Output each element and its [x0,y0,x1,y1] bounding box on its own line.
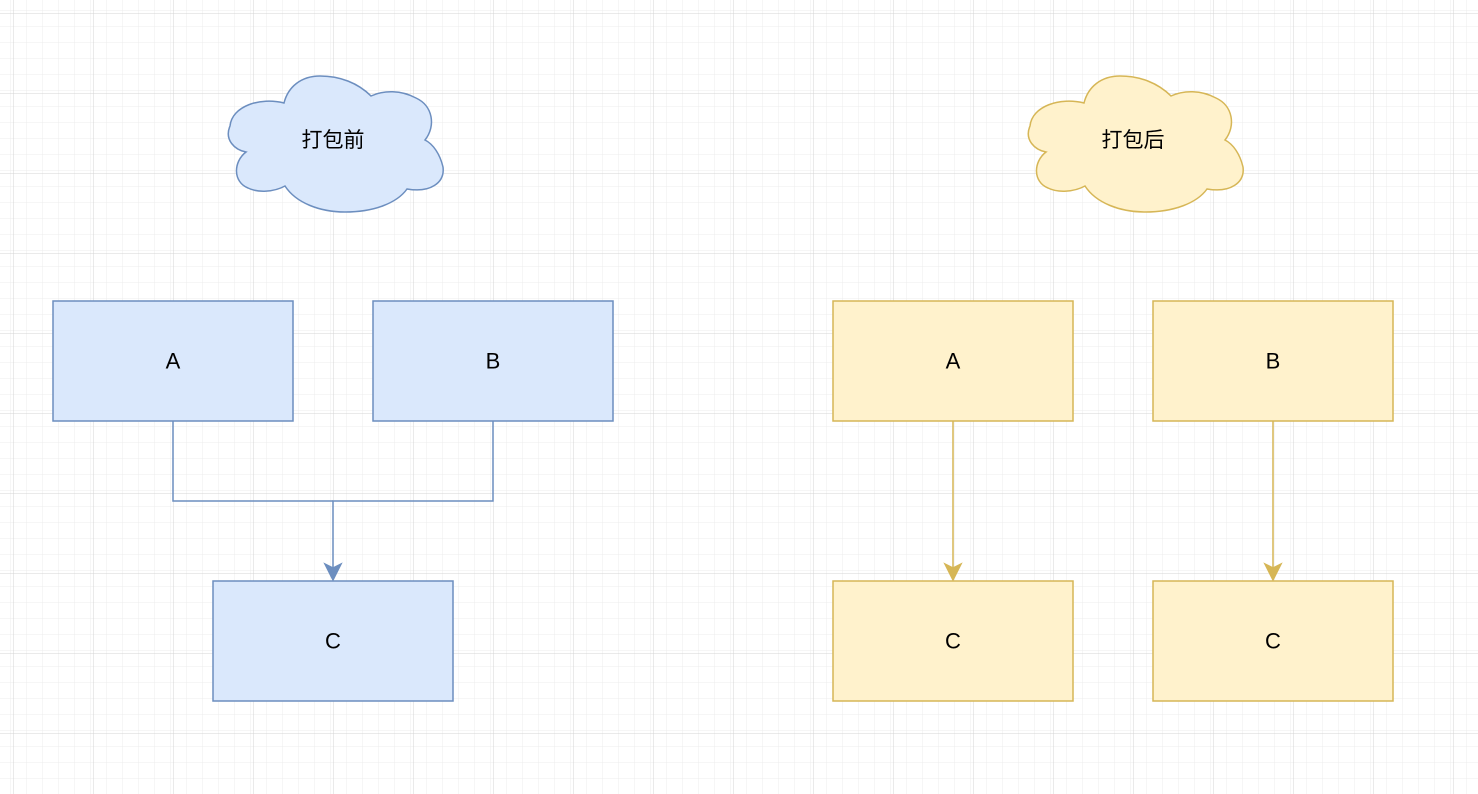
edge-a-to-c[interactable] [172,421,333,502]
after-node-b[interactable]: B [1152,300,1394,422]
before-node-b[interactable]: B [372,300,614,422]
node-label: C [1265,629,1281,654]
node-label: B [486,349,501,374]
after-node-c1[interactable]: C [832,580,1074,702]
node-label: C [945,629,961,654]
before-group: 打包前 A B C [52,75,614,702]
after-title: 打包后 [1102,128,1165,152]
before-cloud[interactable]: 打包前 [227,75,444,213]
node-box [52,300,294,422]
edge-b-to-c[interactable] [332,421,494,568]
node-box [832,580,1074,702]
node-box [1152,300,1394,422]
node-label: B [1266,349,1281,374]
after-edges [943,421,1283,582]
node-label: C [325,629,341,654]
before-edges [172,421,494,582]
arrowhead-icon [1263,562,1283,582]
arrowhead-icon [943,562,963,582]
cloud-shape [227,75,444,213]
node-box [832,300,1074,422]
node-label: A [166,349,181,374]
before-node-a[interactable]: A [52,300,294,422]
after-cloud[interactable]: 打包后 [1027,75,1244,213]
node-box [1152,580,1394,702]
after-node-a[interactable]: A [832,300,1074,422]
after-group: 打包后 A B C C [832,75,1394,702]
cloud-shape [1027,75,1244,213]
before-title: 打包前 [302,128,365,152]
node-label: A [946,349,961,374]
after-node-c2[interactable]: C [1152,580,1394,702]
arrowhead-icon [323,562,343,582]
before-node-c[interactable]: C [212,580,454,702]
node-box [372,300,614,422]
